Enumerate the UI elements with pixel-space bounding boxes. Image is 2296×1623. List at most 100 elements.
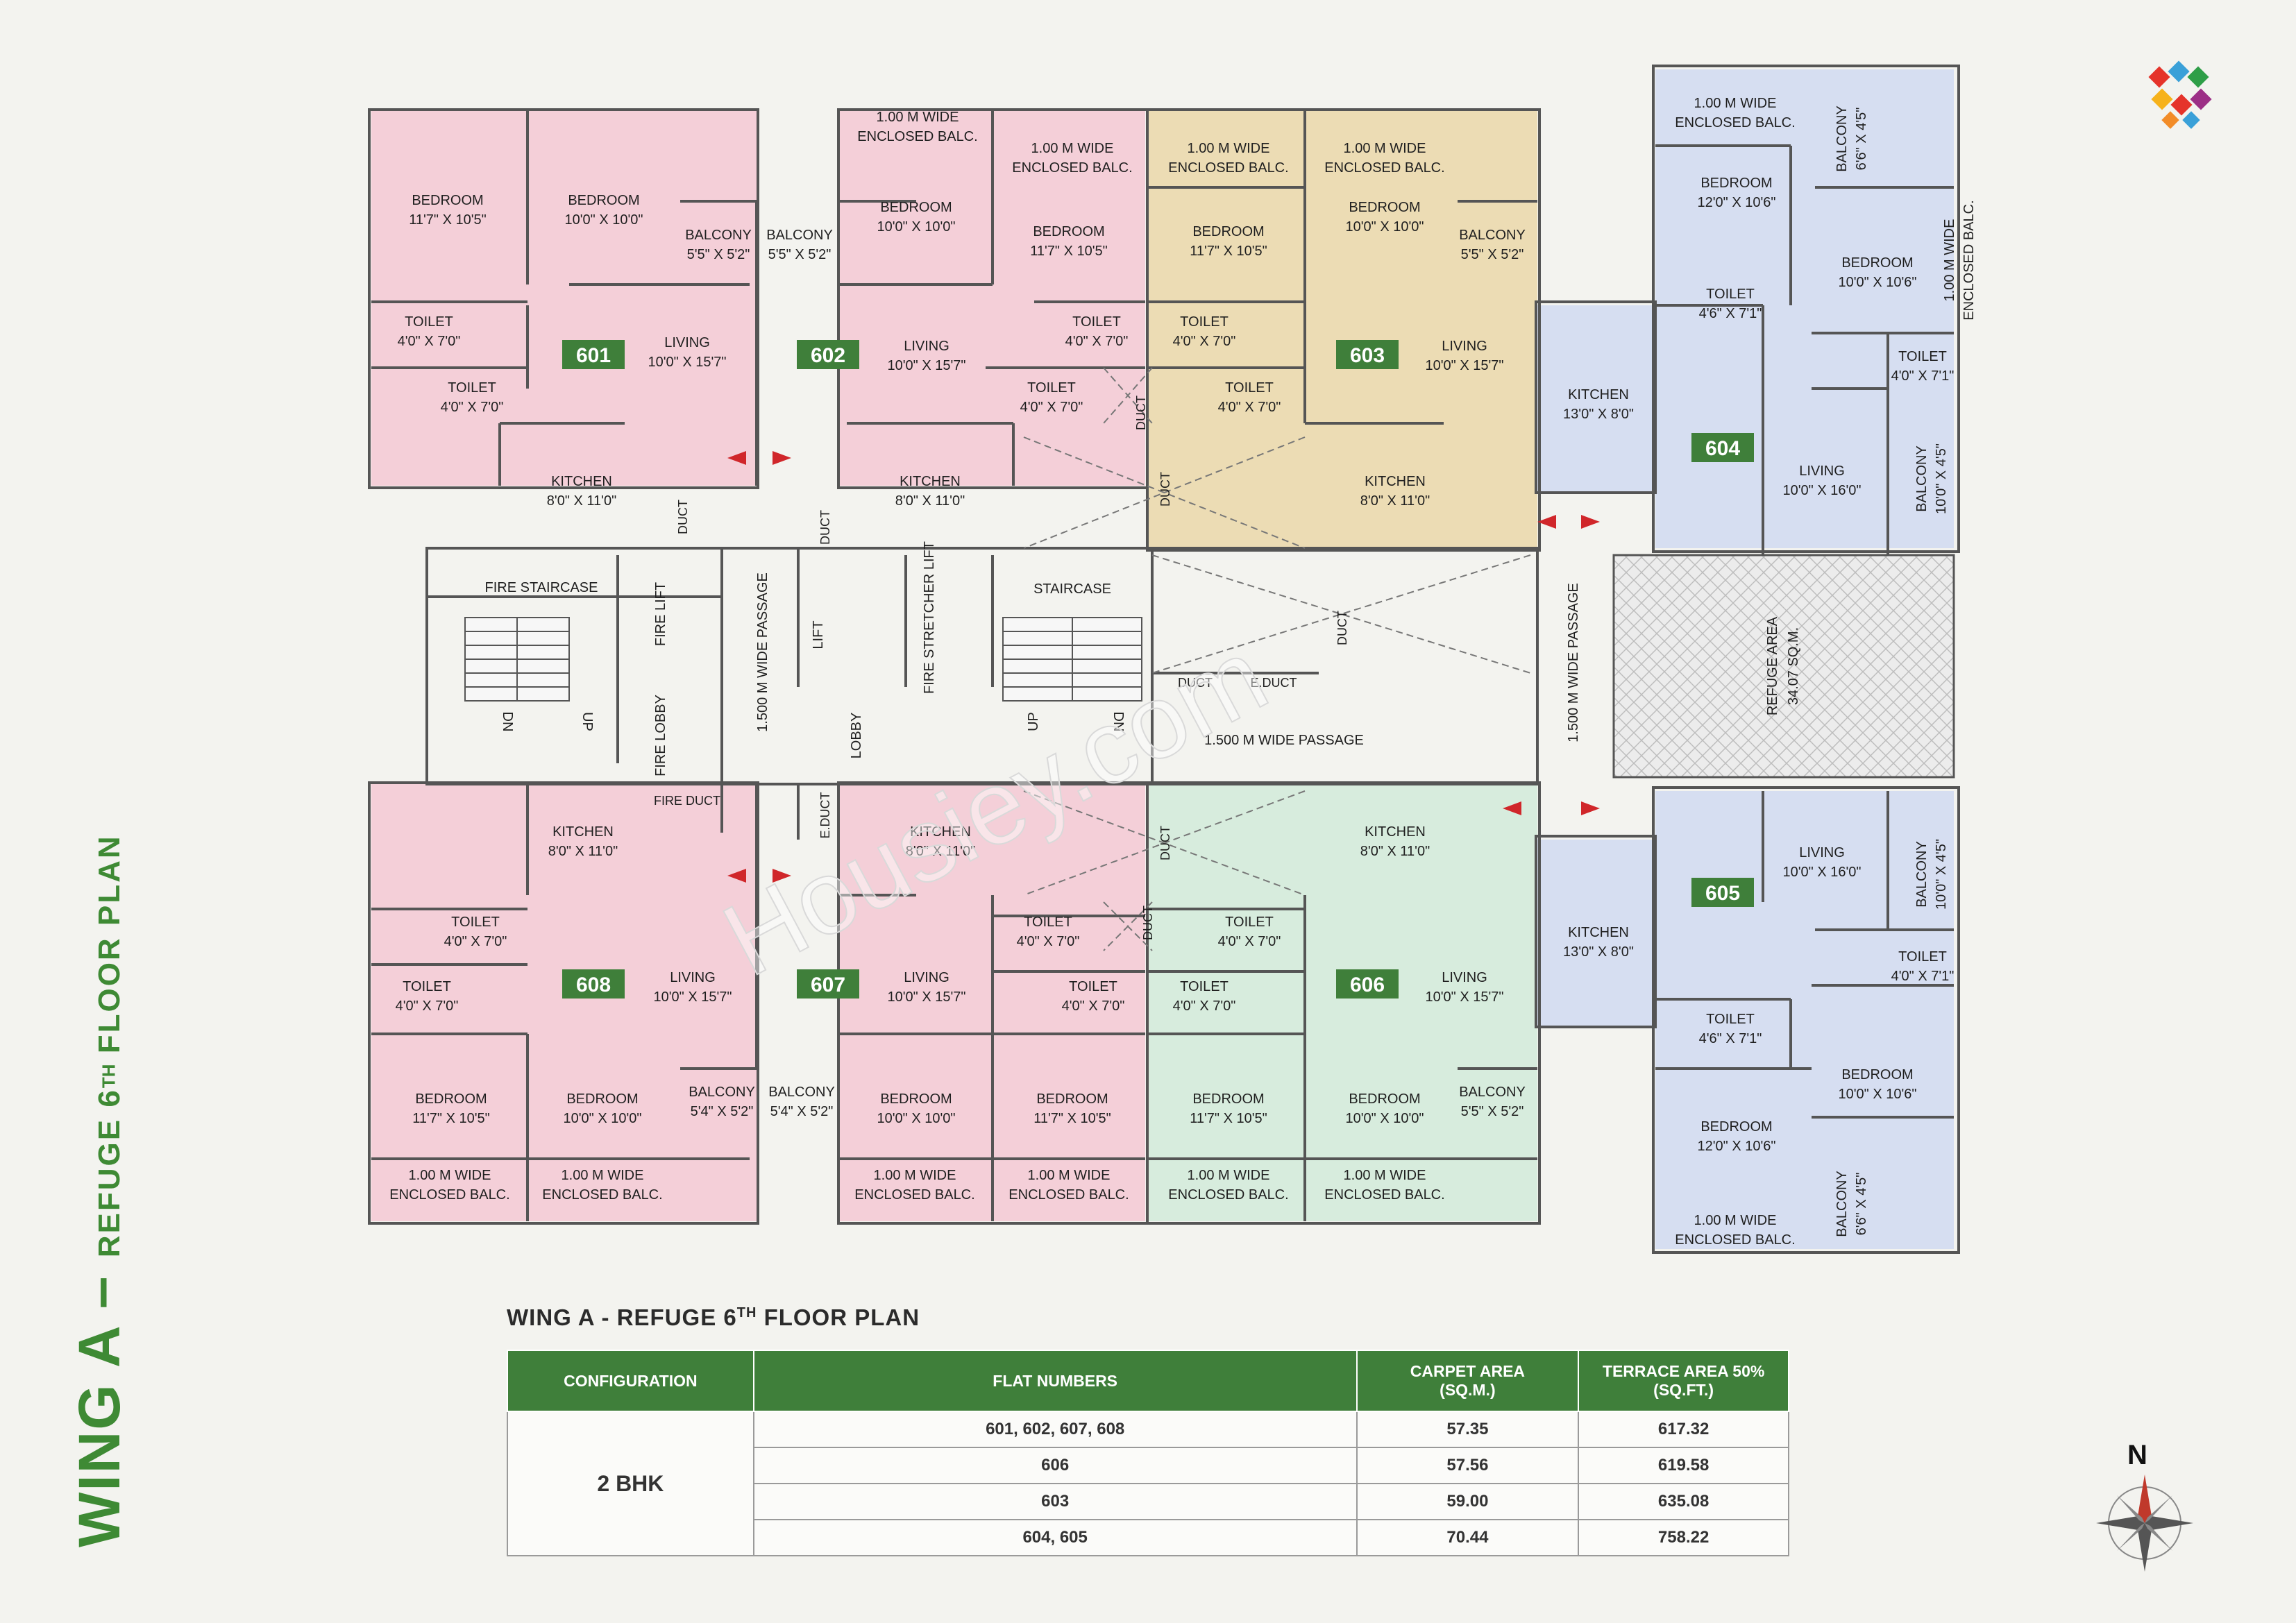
room-name: KITCHEN <box>1568 925 1629 940</box>
room-size: 11'7" X 10'5" <box>1190 1111 1267 1126</box>
room-name: LIVING <box>664 335 710 350</box>
room-size: 10'0" X 10'0" <box>1345 219 1424 235</box>
lift-label: LIFT <box>811 620 826 649</box>
lobby-label: LOBBY <box>849 713 864 759</box>
header-terrace-area: TERRACE AREA 50%(SQ.FT.) <box>1578 1350 1789 1412</box>
compass-north-label: N <box>2127 1440 2147 1470</box>
room-size: 13'0" X 8'0" <box>1563 407 1634 422</box>
room-size: 10'0" X 10'0" <box>564 212 643 228</box>
table-row: 2 BHK 601, 602, 607, 608 57.35 617.32 <box>507 1411 1789 1556</box>
staircase-label: STAIRCASE <box>1033 581 1111 597</box>
room-size: 8'0" X 11'0" <box>548 844 618 859</box>
room-size: 10'0" X 16'0" <box>1782 483 1861 498</box>
room-name: 1.00 M WIDE <box>1188 1168 1270 1183</box>
room-name: 1.00 M WIDE <box>877 110 959 125</box>
table-title: WING A - REFUGE 6TH FLOOR PLAN <box>507 1305 920 1331</box>
room-name: BALCONY <box>766 228 833 243</box>
room-601-toilet: TOILET 4'0" X 7'0" <box>398 314 461 349</box>
passage-v-left-label: 1.500 M WIDE PASSAGE <box>755 572 770 732</box>
room-size: ENCLOSED BALC. <box>1008 1187 1129 1203</box>
room-name: LIVING <box>1442 339 1487 354</box>
room-size: 10'0" X 15'7" <box>1425 358 1503 373</box>
room-size: 10'0" X 10'6" <box>1838 1087 1916 1102</box>
room-name: LIVING <box>670 970 716 985</box>
room-601-toilet: TOILET 4'0" X 7'0" <box>441 380 504 415</box>
brand-logo <box>2148 60 2212 129</box>
duct-label-3: DUCT <box>1134 396 1148 430</box>
room-size: 5'5" X 5'2" <box>768 247 832 262</box>
room-name: BEDROOM <box>1033 224 1104 239</box>
room-name: BEDROOM <box>568 193 639 208</box>
room-size: 4'0" X 7'0" <box>398 334 461 349</box>
room-name: TOILET <box>405 314 453 330</box>
flat-606-fill <box>1149 784 1537 1221</box>
e-duct-label-2: E.DUCT <box>818 792 832 838</box>
room-size: 10'0" X 10'0" <box>877 219 955 235</box>
table-title-rest: FLOOR PLAN <box>757 1305 920 1330</box>
badge-604 <box>1691 433 1754 462</box>
badge-603-label: 603 <box>1350 344 1385 367</box>
room-size: 5'5" X 5'2" <box>1461 1104 1524 1119</box>
room-size: ENCLOSED BALC. <box>1675 115 1795 130</box>
room-size: 10'0" X 15'7" <box>887 989 965 1005</box>
flat-605-fill <box>1655 791 1954 1249</box>
room-size: ENCLOSED BALC. <box>857 129 977 144</box>
room-name: BEDROOM <box>880 1091 952 1107</box>
badge-608 <box>562 969 625 999</box>
duct-label-6: DUCT <box>1178 676 1213 690</box>
room-size: 4'0" X 7'1" <box>1891 368 1955 384</box>
room-name: BEDROOM <box>1036 1091 1108 1107</box>
room-name: BALCONY <box>685 228 752 243</box>
room-name: LIVING <box>1799 845 1845 860</box>
flats-cell: 603 <box>752 1483 1358 1520</box>
room-name: 1.00 M WIDE <box>562 1168 644 1183</box>
room-name: TOILET <box>1706 1012 1755 1027</box>
room-name: KITCHEN <box>1365 824 1426 840</box>
room-name: 1.00 M WIDE <box>1031 141 1114 156</box>
dn-label-left: DN <box>500 712 515 732</box>
room-name: TOILET <box>1706 287 1755 302</box>
room-name: TOILET <box>451 915 500 930</box>
room-size: ENCLOSED BALC. <box>1168 160 1288 176</box>
badge-603 <box>1336 340 1399 369</box>
carpet-cell: 57.56 <box>1356 1447 1580 1484</box>
room-size: ENCLOSED BALC. <box>542 1187 662 1203</box>
badge-605 <box>1691 878 1754 907</box>
room-size: 4'0" X 7'0" <box>441 400 504 415</box>
room-size: 6'6" X 4'5" <box>1854 108 1869 171</box>
room-name: TOILET <box>1225 380 1274 396</box>
badge-607 <box>797 969 859 999</box>
room-size: 10'0" X 15'7" <box>887 358 965 373</box>
room-name: BEDROOM <box>412 193 483 208</box>
badge-608-label: 608 <box>576 974 611 996</box>
room-name: KITCHEN <box>1568 387 1629 402</box>
room-name: TOILET <box>1180 314 1229 330</box>
room-name: TOILET <box>448 380 496 396</box>
passage-v-right-label: 1.500 M WIDE PASSAGE <box>1566 583 1581 742</box>
room-size: 5'4" X 5'2" <box>770 1104 834 1119</box>
room-name: KITCHEN <box>552 824 614 840</box>
